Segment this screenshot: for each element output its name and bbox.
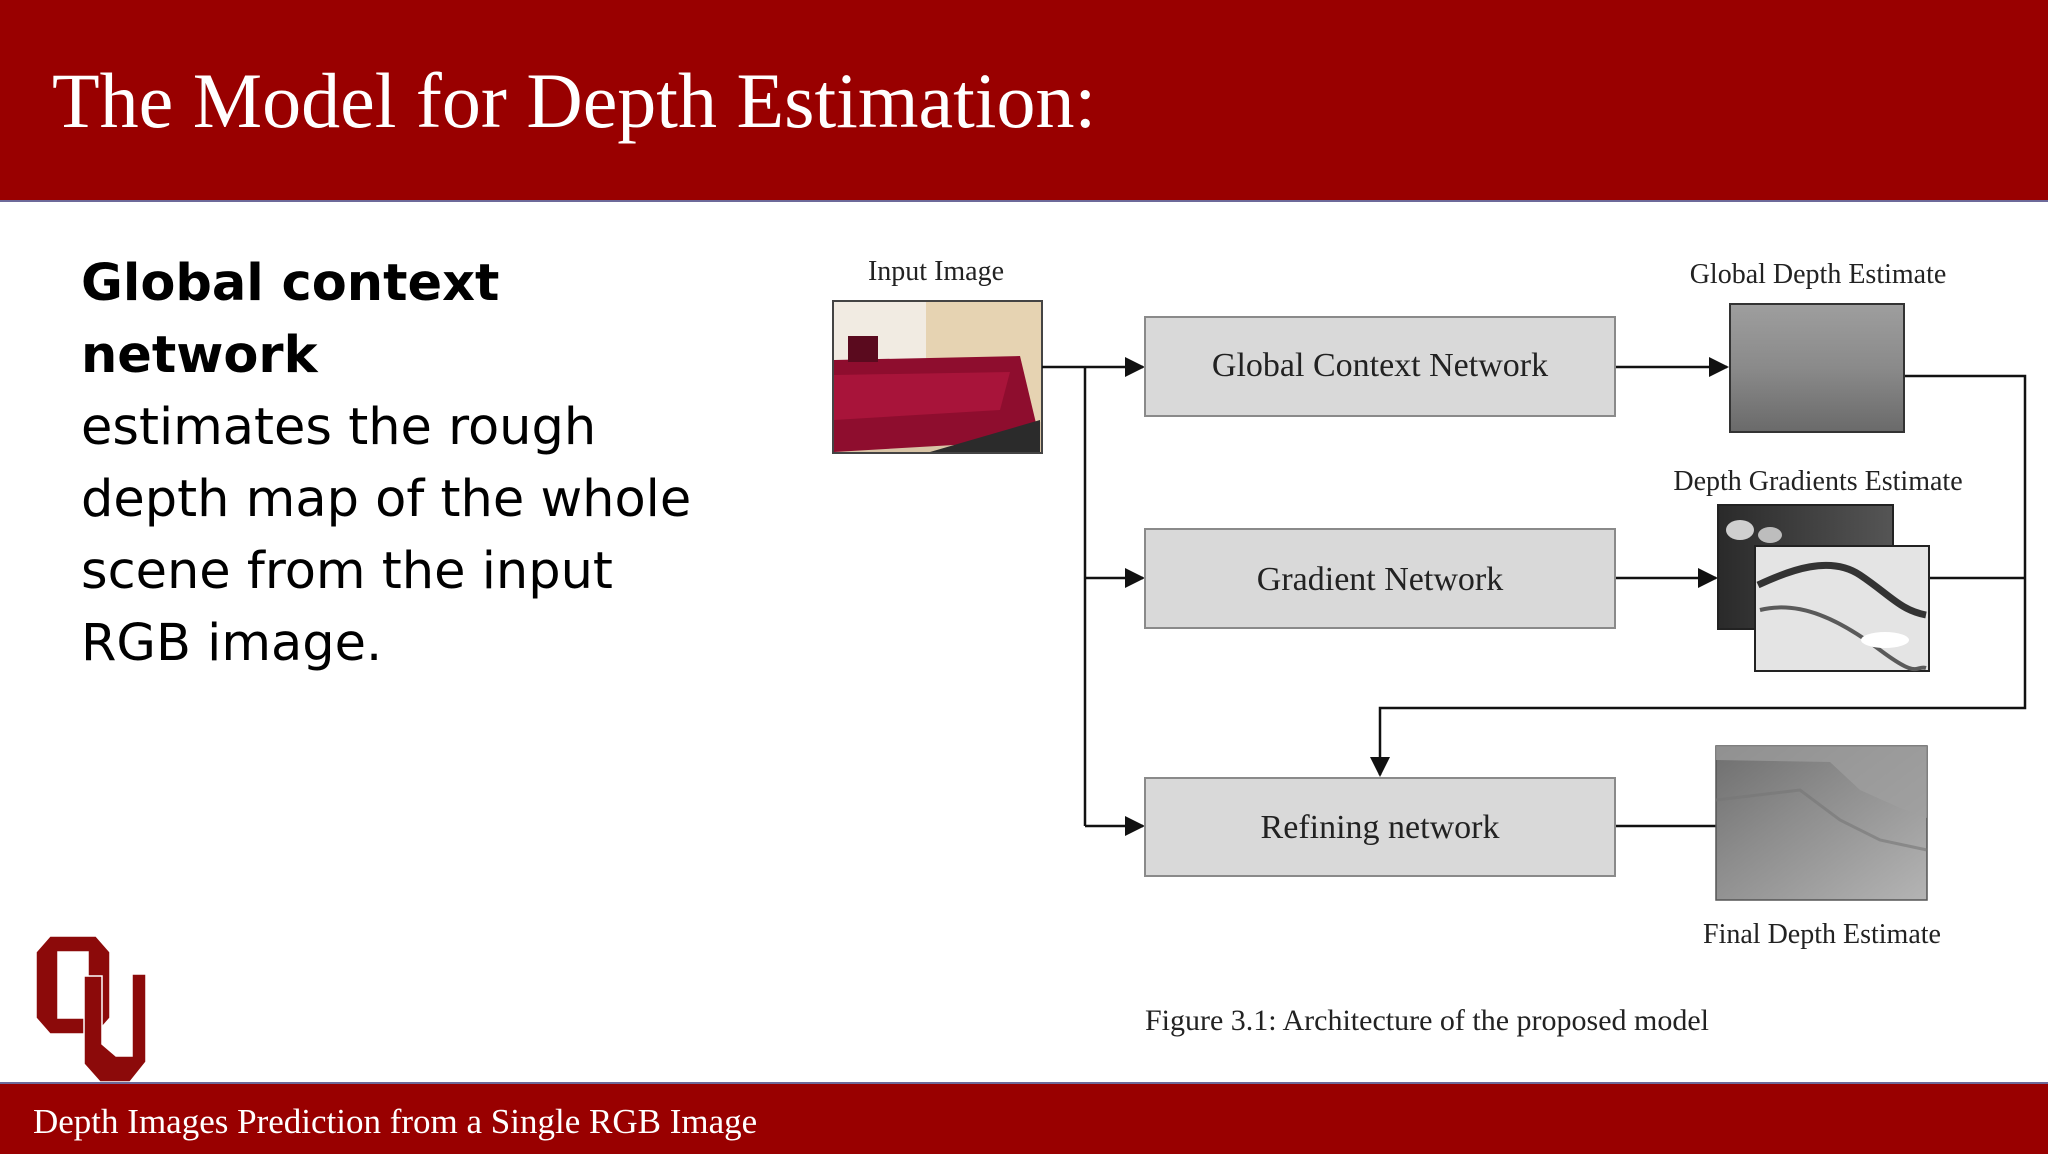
input-image: [832, 300, 1043, 454]
node-global-context-network-label: Global Context Network: [1212, 347, 1548, 384]
footer-bar: Depth Images Prediction from a Single RG…: [0, 1082, 2048, 1154]
node-refining-network-label: Refining network: [1261, 809, 1500, 846]
header-bar: The Model for Depth Estimation:: [0, 0, 2048, 202]
body-text-bold: Global context network: [81, 254, 500, 385]
body-text: Global context network estimates the rou…: [81, 248, 721, 680]
global-depth-estimate-image: [1729, 303, 1905, 433]
final-depth-estimate-label: Final Depth Estimate: [1703, 919, 1941, 950]
figure-caption: Figure 3.1: Architecture of the proposed…: [1145, 1004, 1709, 1037]
global-depth-estimate-label: Global Depth Estimate: [1690, 259, 1947, 290]
node-global-context-network: Global Context Network: [1144, 316, 1616, 417]
slide-title: The Model for Depth Estimation:: [52, 57, 1097, 144]
input-image-label: Input Image: [868, 256, 1004, 287]
footer-text: Depth Images Prediction from a Single RG…: [33, 1102, 758, 1141]
body-text-rest: estimates the rough depth map of the who…: [81, 398, 692, 673]
ou-logo: [36, 936, 146, 1082]
node-gradient-network-label: Gradient Network: [1257, 561, 1503, 598]
node-gradient-network: Gradient Network: [1144, 528, 1616, 629]
node-refining-network: Refining network: [1144, 777, 1616, 877]
final-depth-estimate-image: [1715, 745, 1928, 901]
depth-gradients-estimate-label: Depth Gradients Estimate: [1673, 466, 1962, 497]
depth-gradients-estimate-image: [1717, 504, 1930, 672]
connectors: [1042, 357, 2027, 836]
